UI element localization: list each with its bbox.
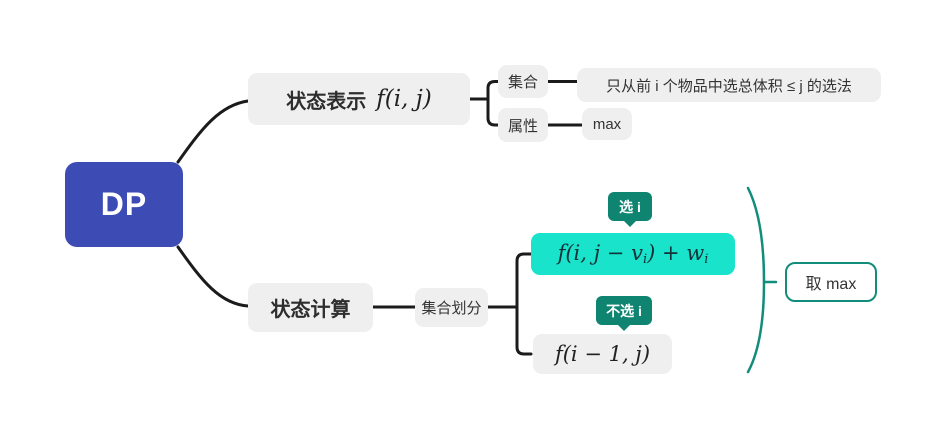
attribute-node[interactable]: 属性 bbox=[498, 108, 548, 142]
not-choose-i-badge-label: 不选 i bbox=[606, 302, 642, 319]
take-max-summary-node[interactable]: 取 max bbox=[785, 262, 877, 302]
set-partition-node[interactable]: 集合划分 bbox=[415, 288, 488, 327]
choose-i-badge-label: 选 i bbox=[619, 198, 641, 215]
choose-formula-sub: i bbox=[642, 251, 648, 267]
state-representation-label: 状态表示 bbox=[286, 90, 367, 113]
choose-i-badge[interactable]: 选 i bbox=[608, 192, 652, 221]
set-partition-label: 集合划分 bbox=[421, 300, 482, 317]
fork-choose-notchoose bbox=[515, 252, 533, 356]
not-choose-formula-node[interactable]: f(i − 1, j) bbox=[533, 334, 672, 374]
edge-dp-state-repr bbox=[176, 99, 250, 164]
choose-formula-node[interactable]: f(i, j − vi) + wi bbox=[531, 233, 735, 275]
set-node[interactable]: 集合 bbox=[498, 65, 548, 98]
set-description-label: 只从前 i 个物品中选总体积 ≤ j 的选法 bbox=[606, 77, 852, 95]
summary-brace bbox=[746, 186, 766, 374]
not-choose-i-badge[interactable]: 不选 i bbox=[596, 296, 652, 325]
state-representation-formula: f(i, j) bbox=[376, 86, 432, 112]
set-description-node[interactable]: 只从前 i 个物品中选总体积 ≤ j 的选法 bbox=[577, 68, 881, 102]
state-representation-node[interactable]: 状态表示 f(i, j) bbox=[248, 73, 470, 125]
choose-formula-part: ) + w bbox=[647, 241, 705, 266]
choose-formula-part: f(i, j − v bbox=[557, 241, 643, 266]
choose-formula-sub: i bbox=[704, 251, 709, 267]
attribute-value-node[interactable]: max bbox=[582, 108, 632, 140]
attribute-label: 属性 bbox=[507, 117, 538, 135]
root-label: DP bbox=[100, 186, 148, 222]
state-calculation-label: 状态计算 bbox=[270, 299, 351, 321]
choose-formula: f(i, j − vi) + wi bbox=[558, 241, 709, 267]
attribute-value-label: max bbox=[592, 115, 622, 133]
edge-dp-state-calc bbox=[176, 245, 250, 308]
not-choose-formula: f(i − 1, j) bbox=[554, 342, 651, 366]
set-label: 集合 bbox=[507, 74, 538, 91]
take-max-label: 取 max bbox=[805, 276, 857, 293]
root-node-dp[interactable]: DP bbox=[65, 162, 183, 247]
fork-set-attr bbox=[486, 80, 500, 127]
state-calculation-node[interactable]: 状态计算 bbox=[248, 283, 373, 332]
